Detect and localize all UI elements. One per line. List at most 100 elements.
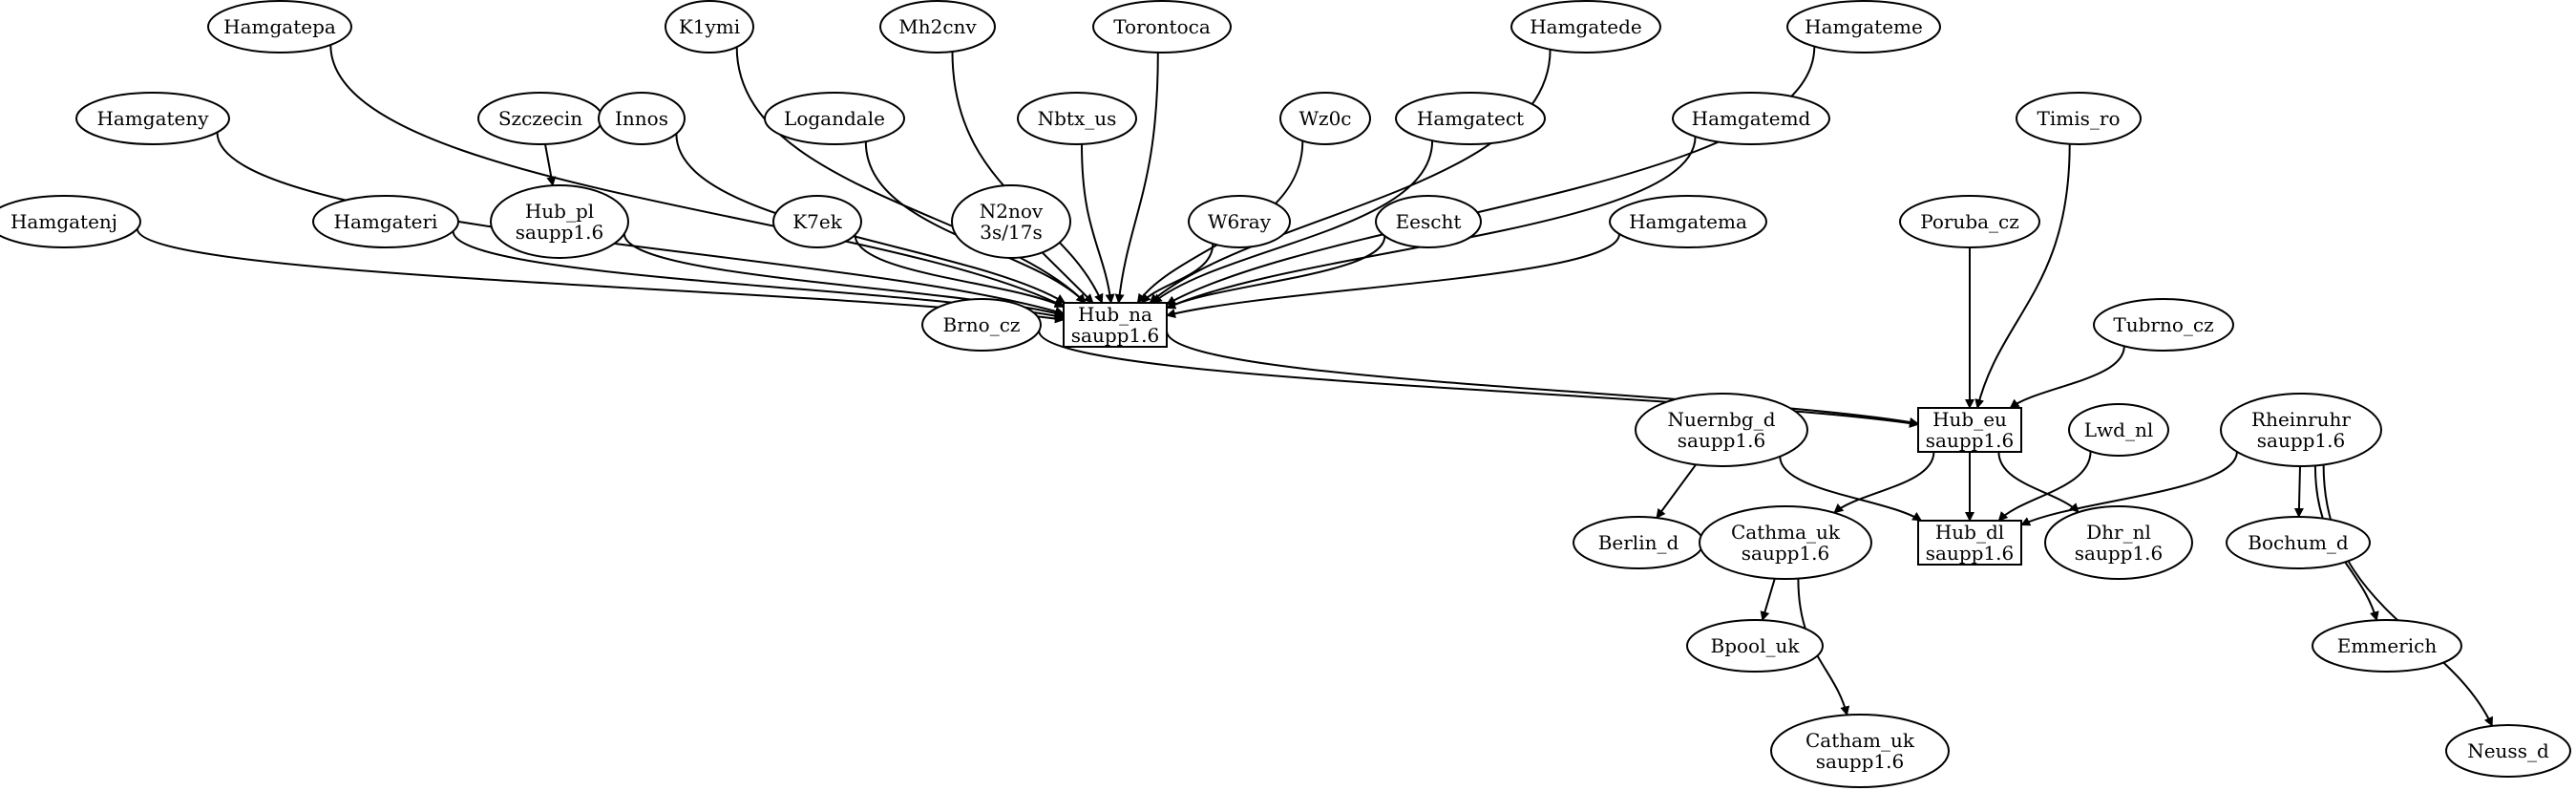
edge-lwd_nl-to-hub_dl xyxy=(1997,451,2092,522)
node-dhr-nl-shape xyxy=(2044,505,2193,580)
node-hamgatect-label: Hamgatect xyxy=(1417,107,1524,130)
node-brno-cz-label: Brno_cz xyxy=(943,313,1021,336)
edge-k1ymi-to-hub_na xyxy=(735,47,1087,304)
node-w6ray-shape xyxy=(1188,195,1291,248)
node-lwd-nl[interactable]: Lwd_nl xyxy=(2068,403,2169,457)
node-hamgatema-label: Hamgatema xyxy=(1629,210,1747,233)
node-hub-pl-shape xyxy=(490,184,629,259)
node-bpool-uk-label: Bpool_uk xyxy=(1711,634,1801,657)
node-hamgateme-label: Hamgateme xyxy=(1805,15,1923,38)
node-hamgateme[interactable]: Hamgateme xyxy=(1786,0,1941,53)
node-hamgatenj[interactable]: Hamgatenj xyxy=(0,195,141,248)
node-k7ek[interactable]: K7ek xyxy=(772,195,862,248)
node-brno-cz[interactable]: Brno_cz xyxy=(921,298,1042,352)
node-n2nov-shape xyxy=(951,184,1071,259)
node-bpool-uk[interactable]: Bpool_uk xyxy=(1686,619,1824,673)
node-hamgatemd-label: Hamgatemd xyxy=(1692,107,1811,130)
node-mh2cnv[interactable]: Mh2cnv xyxy=(879,0,996,53)
node-torontoca[interactable]: Torontoca xyxy=(1092,0,1232,53)
node-szczecin[interactable]: Szczecin xyxy=(477,92,603,145)
node-logandale[interactable]: Logandale xyxy=(764,92,905,145)
edge-nbtx_us-to-hub_na xyxy=(1081,143,1115,304)
node-k7ek-shape xyxy=(772,195,862,248)
node-hamgatemd[interactable]: Hamgatemd xyxy=(1672,92,1830,145)
node-hub-dl-shape xyxy=(1917,520,2022,566)
node-eescht-shape xyxy=(1375,195,1482,248)
node-w6ray[interactable]: W6ray xyxy=(1188,195,1291,248)
edge-n2nov-to-hub_na xyxy=(1041,251,1094,304)
node-hamgatemd-shape xyxy=(1672,92,1830,145)
node-emmerich-shape xyxy=(2312,619,2462,673)
edge-hub_eu-to-cathma_uk xyxy=(1833,451,1935,514)
node-torontoca-label: Torontoca xyxy=(1113,15,1211,38)
node-bochum-d[interactable]: Bochum_d xyxy=(2226,516,2371,569)
node-cathma-uk-shape xyxy=(1699,505,1872,580)
edge-cathma_uk-to-catham_uk xyxy=(1797,578,1850,716)
node-berlin-d[interactable]: Berlin_d xyxy=(1573,516,1704,569)
node-emmerich-label: Emmerich xyxy=(2337,634,2438,657)
node-k1ymi-shape xyxy=(665,0,754,53)
node-hub-na-shape xyxy=(1063,302,1168,348)
node-logandale-shape xyxy=(764,92,905,145)
node-lwd-nl-shape xyxy=(2068,403,2169,457)
node-hamgateri[interactable]: Hamgateri xyxy=(312,195,459,248)
node-poruba-cz[interactable]: Poruba_cz xyxy=(1899,195,2040,248)
node-hub-eu-shape xyxy=(1917,407,2022,453)
edge-w6ray-to-hub_na xyxy=(1140,243,1214,304)
node-hamgateny[interactable]: Hamgateny xyxy=(75,92,230,145)
node-hamgatema[interactable]: Hamgatema xyxy=(1609,195,1767,248)
node-timis-ro[interactable]: Timis_ro xyxy=(2016,92,2142,145)
node-logandale-label: Logandale xyxy=(784,107,885,130)
edge-hamgatepa-to-hub_na xyxy=(329,44,1065,308)
node-neuss-d-shape xyxy=(2445,724,2571,778)
node-k1ymi[interactable]: K1ymi xyxy=(665,0,754,53)
node-hamgatepa-shape xyxy=(207,0,352,53)
node-wz0c[interactable]: Wz0c xyxy=(1279,92,1371,145)
node-poruba-cz-shape xyxy=(1899,195,2040,248)
node-bochum-d-shape xyxy=(2226,516,2371,569)
node-poruba-cz-label: Poruba_cz xyxy=(1920,210,2019,233)
node-eescht[interactable]: Eescht xyxy=(1375,195,1482,248)
node-berlin-d-label: Berlin_d xyxy=(1598,531,1679,554)
edge-hamgatema-to-hub_na xyxy=(1166,233,1620,318)
edge-cathma_uk-to-bpool_uk xyxy=(1760,578,1776,622)
node-hamgatect[interactable]: Hamgatect xyxy=(1395,92,1546,145)
node-nbtx-us[interactable]: Nbtx_us xyxy=(1017,92,1137,145)
node-mh2cnv-label: Mh2cnv xyxy=(898,15,977,38)
node-hamgatede-shape xyxy=(1510,0,1661,53)
node-hamgatepa[interactable]: Hamgatepa xyxy=(207,0,352,53)
node-innos[interactable]: Innos xyxy=(598,92,686,145)
node-lwd-nl-label: Lwd_nl xyxy=(2084,418,2153,441)
node-neuss-d[interactable]: Neuss_d xyxy=(2445,724,2571,778)
node-catham-uk-shape xyxy=(1770,714,1950,788)
edge-tubrno_cz-to-hub_eu xyxy=(2009,346,2125,409)
edge-eescht-to-hub_na xyxy=(1166,235,1386,310)
node-hamgatema-shape xyxy=(1609,195,1767,248)
node-rheinruhr-shape xyxy=(2220,393,2382,467)
node-hamgatede[interactable]: Hamgatede xyxy=(1510,0,1661,53)
node-tubrno-cz[interactable]: Tubrno_cz xyxy=(2093,298,2234,352)
node-hamgatect-shape xyxy=(1395,92,1546,145)
node-hamgateny-shape xyxy=(75,92,230,145)
edge-rheinruhr-to-neuss_d xyxy=(2322,464,2494,727)
node-emmerich[interactable]: Emmerich xyxy=(2312,619,2462,673)
